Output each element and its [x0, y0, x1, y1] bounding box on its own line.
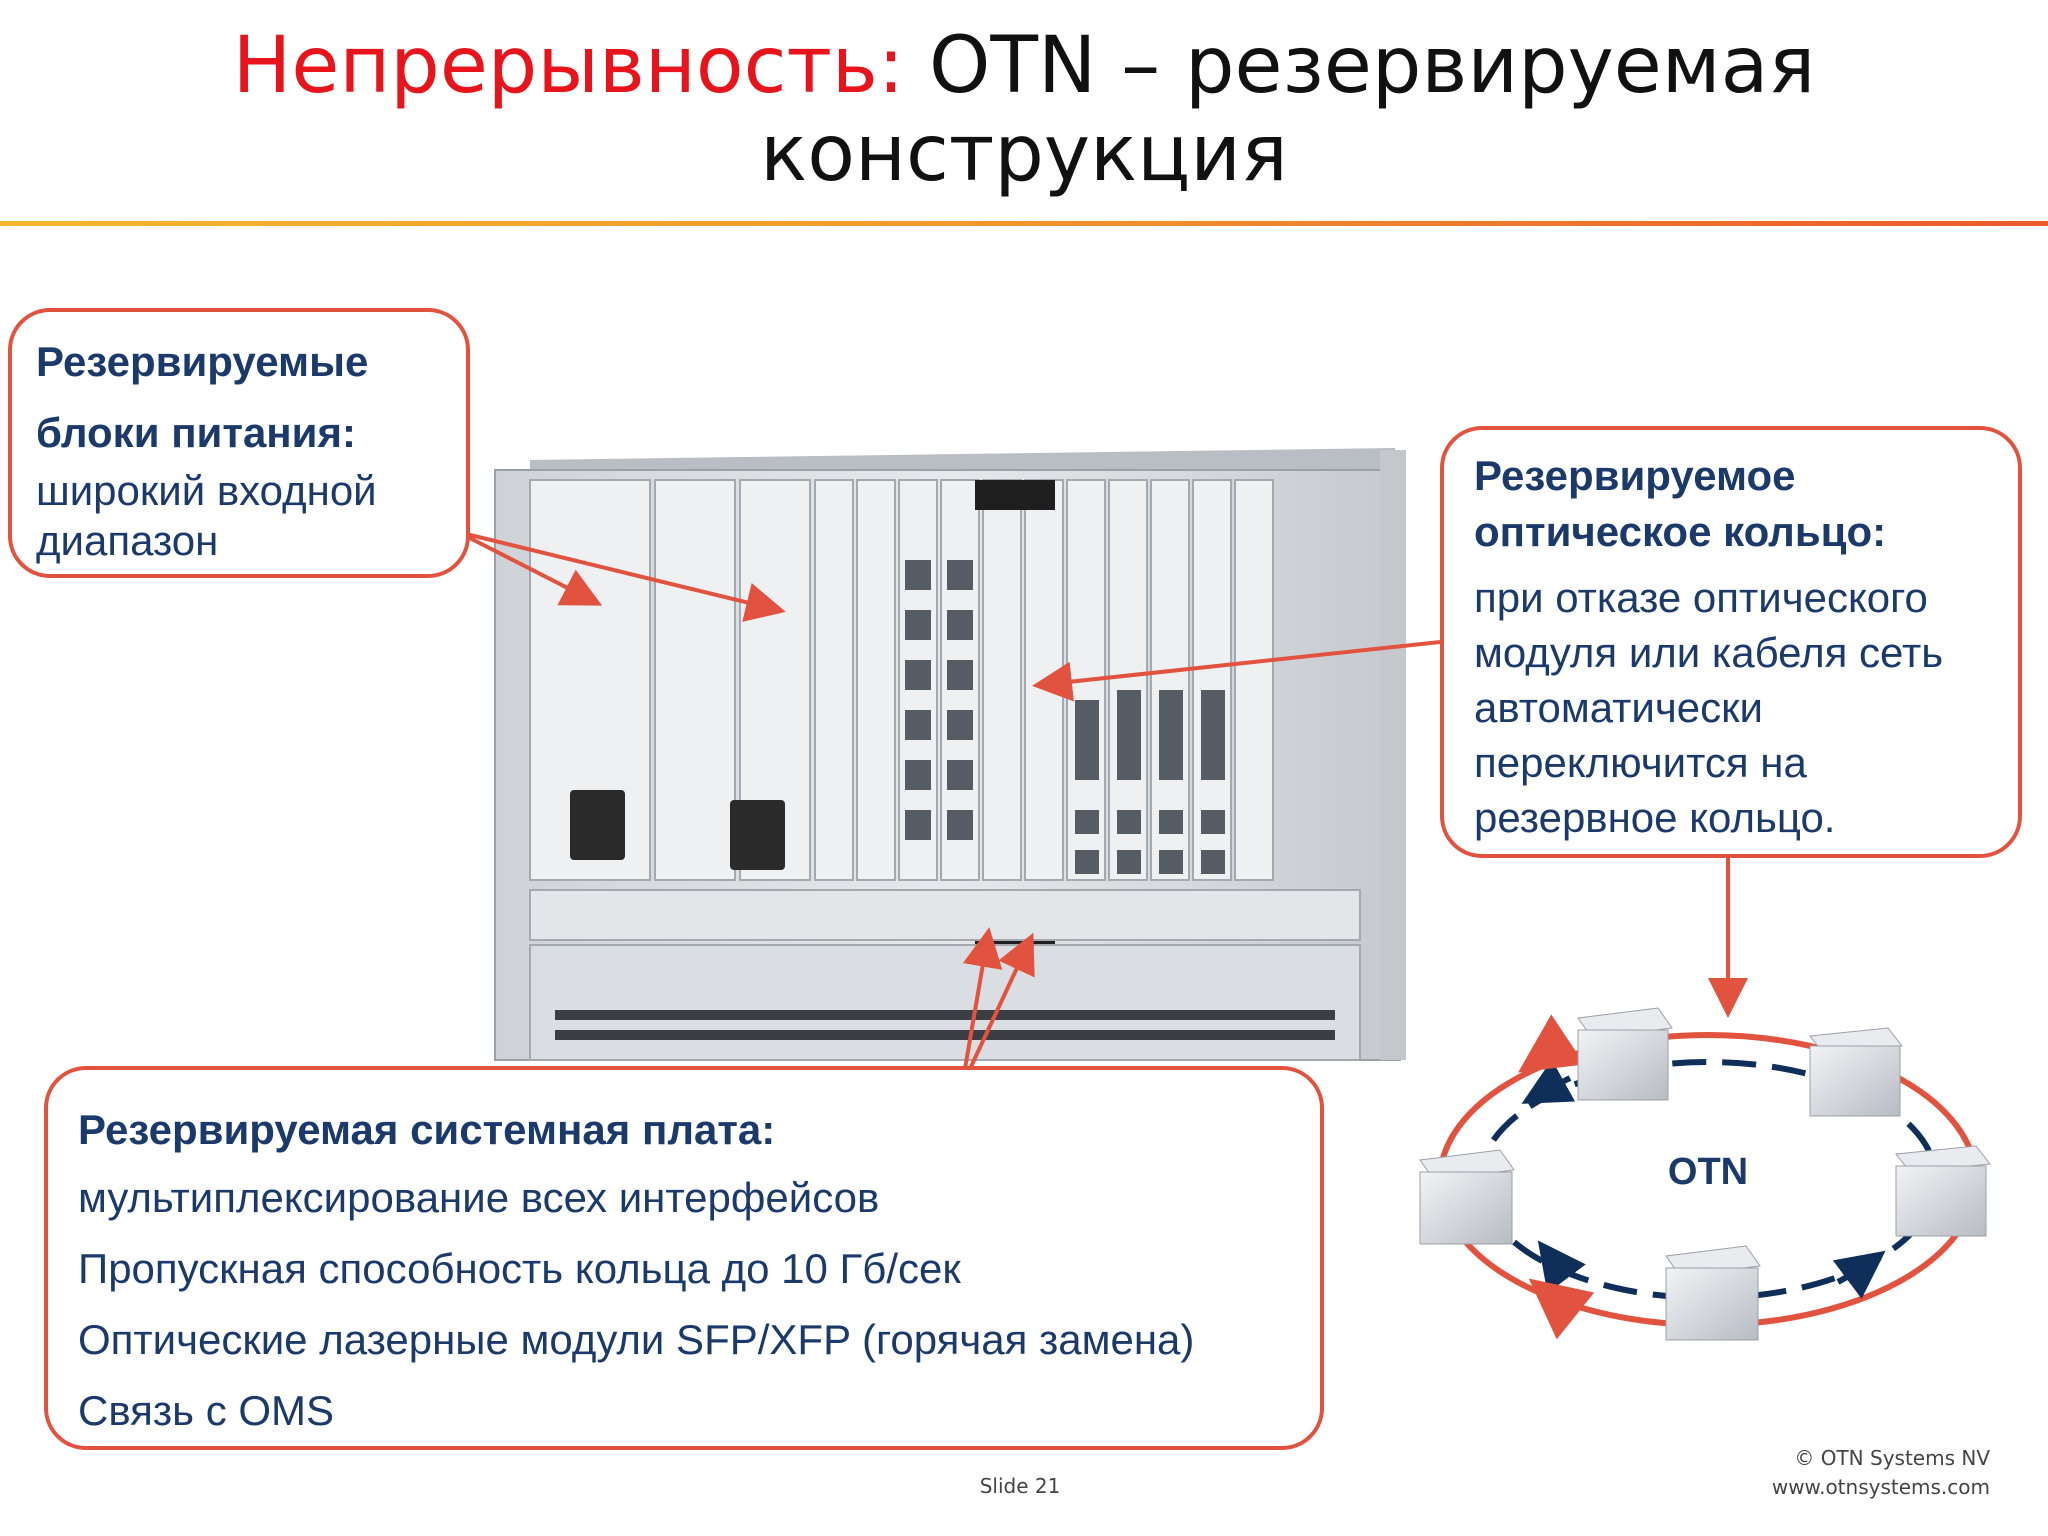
callout-ring-body: при отказе оптического модуля или кабеля… [1474, 570, 2018, 845]
callout-board-line: мультиплексирование всех интерфейсов [78, 1174, 880, 1221]
network-node [1895, 1145, 1991, 1237]
callout-power-body-1: широкий входной [36, 467, 377, 514]
title-divider [0, 221, 2048, 226]
callout-optical-ring: Резервируемое оптическое кольцо: при отк… [1440, 426, 2022, 858]
callout-power-supplies: Резервируемые блоки питания: широкий вхо… [8, 308, 470, 578]
callout-ring-line: при отказе оптического [1474, 574, 1928, 621]
callout-power-body-2: диапазон [36, 517, 219, 564]
callout-board-line: Оптические лазерные модули SFP/XFP (горя… [78, 1316, 1195, 1363]
footer-copyright: © OTN Systems NV www.otnsystems.com [1772, 1444, 1990, 1502]
network-node [1577, 1007, 1673, 1101]
callout-ring-line: модуля или кабеля сеть [1474, 629, 1944, 676]
otn-chassis-image [494, 448, 1406, 1061]
callout-power-heading-2: блоки питания: [36, 409, 356, 456]
callout-board-line: Пропускная способность кольца до 10 Гб/с… [78, 1245, 961, 1292]
website-text: www.otnsystems.com [1771, 1475, 1990, 1499]
otn-ring-diagram: OTN [1419, 1007, 1991, 1341]
slide-title: Непрерывность: OTN – резервируемая конст… [0, 22, 2048, 198]
network-node [1665, 1245, 1761, 1341]
title-line2: конструкция [760, 109, 1288, 199]
title-rest: OTN – резервируемая [904, 21, 1816, 111]
network-node [1809, 1027, 1903, 1117]
callout-power-heading-1: Резервируемые [36, 338, 369, 385]
copyright-text: © OTN Systems NV [1794, 1446, 1990, 1470]
callout-ring-heading-1: Резервируемое [1474, 452, 1796, 499]
callout-ring-line: переключится на [1474, 739, 1807, 786]
otn-label: OTN [1668, 1151, 1748, 1193]
pointer-arrows [457, 530, 1748, 1087]
title-highlight: Непрерывность: [232, 21, 905, 111]
callout-system-board: Резервируемая системная плата: мультипле… [44, 1066, 1324, 1450]
callout-board-heading: Резервируемая системная плата: [78, 1106, 776, 1153]
callout-ring-heading-2: оптическое кольцо: [1474, 508, 1887, 555]
callout-board-line: Связь с OMS [78, 1387, 335, 1434]
callout-ring-line: резервное кольцо. [1474, 794, 1836, 841]
network-node [1419, 1149, 1515, 1245]
slide-number: Slide 21 [979, 1474, 1061, 1498]
callout-ring-line: автоматически [1474, 684, 1763, 731]
